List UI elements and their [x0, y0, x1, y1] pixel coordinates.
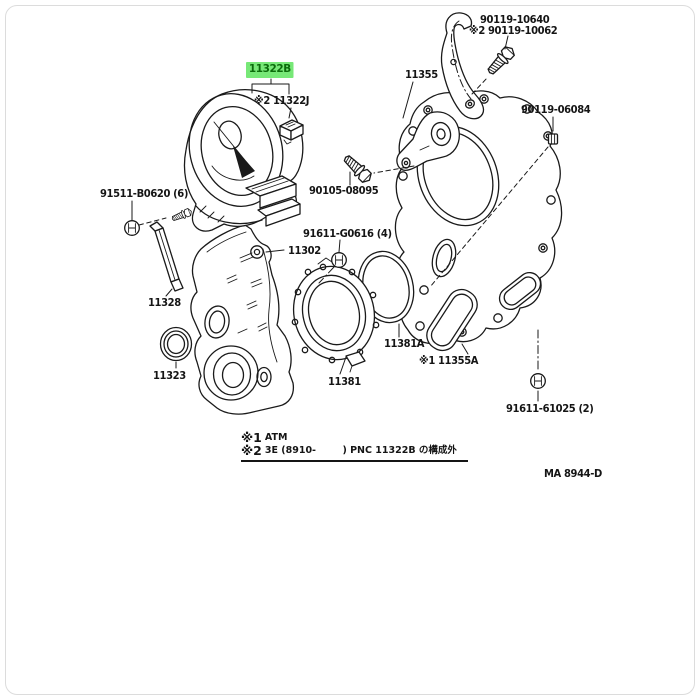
guide-11328-drawing: [149, 221, 184, 292]
label-11328: 11328: [148, 297, 181, 309]
bolt-90119-10062-drawing: [483, 43, 518, 78]
bolt-icon-91611-61025: [530, 373, 546, 389]
note-3e: ※2 3E (8910- ) PNC 11322B の構成外: [241, 443, 468, 462]
note1-text: ATM: [264, 432, 288, 444]
gasket-11355A-drawing: [426, 288, 478, 352]
label-90119-06084: 90119-06084: [521, 104, 591, 116]
bolt-91511-B0620-drawing: [170, 206, 194, 224]
label-11381A: 11381A: [384, 338, 425, 350]
note-atm: ※1 ATM: [241, 430, 288, 445]
label-11302: 11302: [288, 245, 321, 257]
bolt-icon-91611-G0616: [331, 252, 347, 268]
label-11322J: ※2 11322J: [254, 95, 310, 107]
label-11355A: ※1 11355A: [419, 355, 479, 367]
leader-lines: [131, 35, 554, 402]
nut-icon-90119-06084: [547, 133, 559, 145]
label-11322B-highlighted: 11322B: [246, 62, 294, 78]
note1-mark: ※1: [241, 430, 262, 445]
upper-timing-cover-11322B-drawing: [183, 89, 304, 232]
label-11355: 11355: [405, 69, 438, 81]
label-90105-08095: 90105-08095: [309, 185, 379, 197]
seal-11323-drawing: [159, 326, 193, 362]
drawing-code: MA 8944-D: [544, 468, 602, 480]
label-91611-61025: 91611-61025 (2): [506, 403, 594, 415]
note2-mark: ※2: [241, 443, 262, 458]
retainer-11381-drawing: [291, 257, 380, 373]
bracket-drawing: [396, 111, 460, 172]
lower-timing-cover-11302-drawing: [190, 224, 295, 415]
label-90119-10640: 90119-10640: [480, 14, 550, 26]
label-11381: 11381: [328, 376, 361, 388]
bolt-icon-91511: [124, 220, 140, 236]
bolt-90105-08095-drawing: [340, 151, 375, 186]
label-91511-B0620: 91511-B0620 (6): [100, 188, 189, 200]
label-91611-G0616: 91611-G0616 (4): [303, 228, 392, 240]
label-11323: 11323: [153, 370, 186, 382]
clip-11322J-drawing: [279, 119, 304, 145]
note2-text: 3E (8910- ) PNC 11322B の構成外: [264, 445, 457, 457]
label-90119-10062: ※2 90119-10062: [469, 25, 558, 37]
